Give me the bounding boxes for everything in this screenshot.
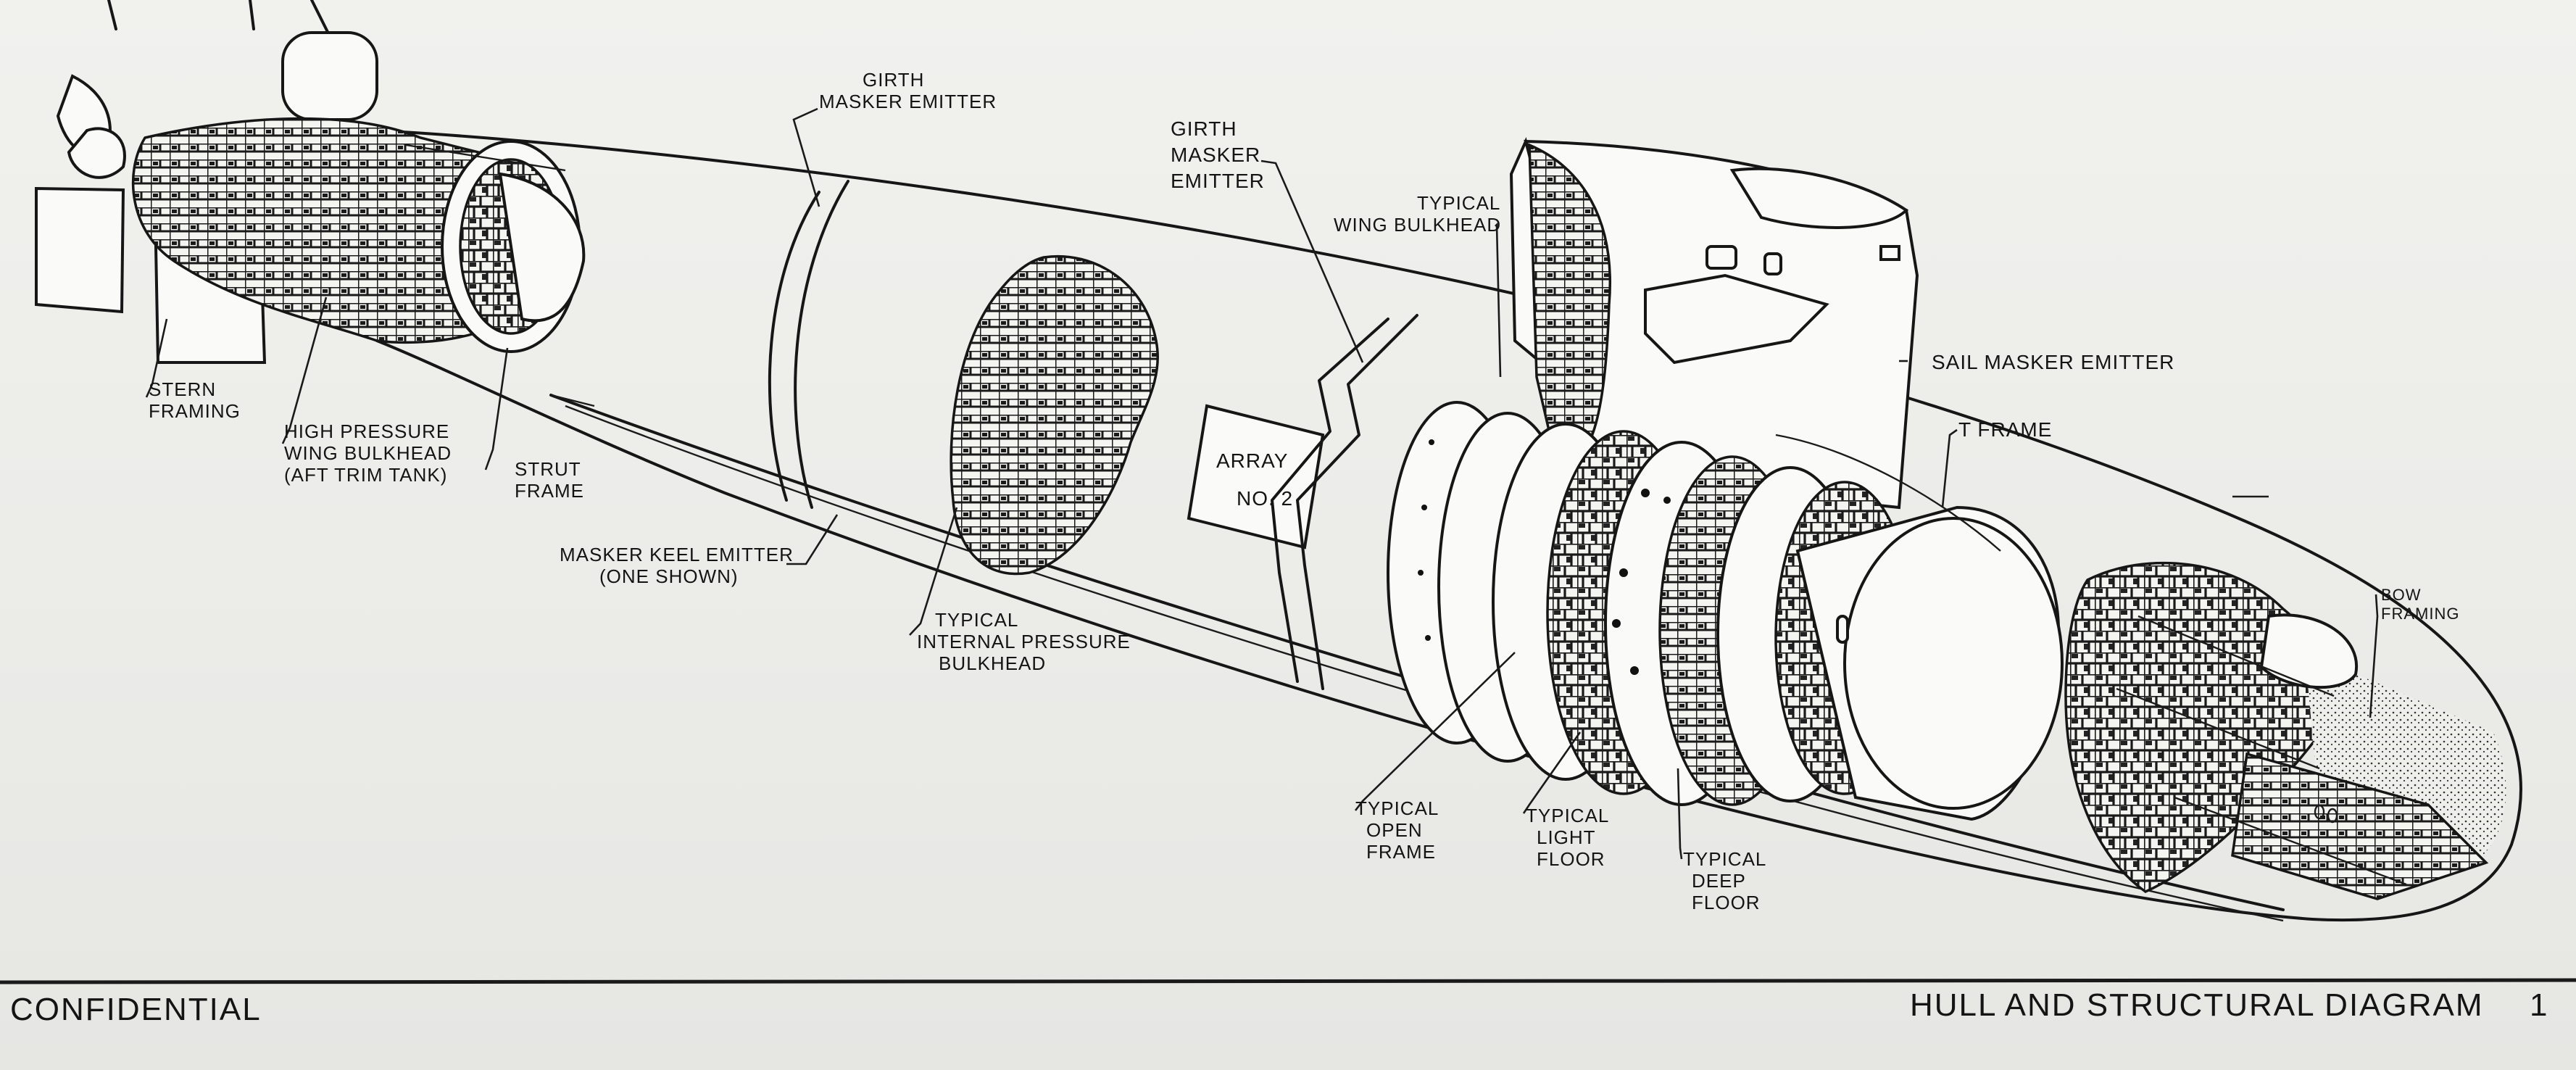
label-bow-framing: BOW FRAMING — [2381, 586, 2459, 623]
label-line: FRAME — [1366, 841, 1436, 863]
leader-lines — [145, 107, 2379, 860]
label-line: TYPICAL — [1683, 848, 1767, 870]
label-deep-floor: TYPICAL DEEP FLOOR — [1683, 848, 1766, 913]
label-line: EMITTER — [1171, 170, 1265, 192]
label-line: GIRTH — [863, 69, 925, 91]
label-line: FLOOR — [1692, 892, 1761, 913]
label-line: LIGHT — [1537, 826, 1596, 848]
label-masker-keel-emitter: MASKER KEEL EMITTER (ONE SHOWN) — [560, 544, 794, 587]
label-high-pressure-wing-bulkhead: HIGH PRESSURE WING BULKHEAD (AFT TRIM TA… — [284, 420, 452, 486]
label-line: WING BULKHEAD — [1334, 214, 1502, 236]
label-girth-masker-fwd: GIRTH MASKER EMITTER — [1171, 116, 1265, 194]
label-line: FLOOR — [1537, 848, 1605, 870]
stern-section — [35, 0, 586, 364]
label-line: STERN — [149, 378, 217, 400]
label-light-floor: TYPICAL LIGHT FLOOR — [1526, 805, 1609, 870]
label-girth-masker-aft: GIRTH MASKER EMITTER — [819, 69, 997, 112]
bow-section — [2064, 561, 2506, 900]
label-line: BOW — [2381, 586, 2422, 604]
label-line: SAIL MASKER EMITTER — [1932, 351, 2175, 373]
label-line: T FRAME — [1958, 418, 2053, 441]
label-open-frame: TYPICAL OPEN FRAME — [1355, 797, 1439, 863]
label-line: MASKER — [1171, 144, 1261, 166]
label-line: TYPICAL — [935, 609, 1019, 631]
label-line: (AFT TRIM TANK) — [284, 464, 448, 486]
label-t-frame: T FRAME — [1958, 419, 2052, 441]
label-line: FRAMING — [2381, 605, 2460, 623]
girth-band-aft — [768, 191, 820, 502]
girth-band-fwd — [1296, 314, 1418, 690]
label-line: TYPICAL — [1417, 192, 1501, 214]
page-number: 1 — [2530, 987, 2549, 1023]
pressure-bulkhead-cutaway — [950, 255, 1160, 576]
label-line: (ONE SHOWN) — [599, 565, 739, 587]
label-line: DEEP — [1692, 870, 1746, 892]
label-line: WING BULKHEAD — [284, 442, 452, 464]
label-line: HIGH PRESSURE — [284, 420, 450, 442]
label-line: OPEN — [1366, 819, 1423, 841]
label-line: GIRTH — [1171, 117, 1237, 140]
diagram-title: HULL AND STRUCTURAL DIAGRAM — [1910, 987, 2484, 1023]
label-strut-frame: STRUT FRAME — [515, 458, 584, 502]
label-line: MASKER KEEL EMITTER — [560, 544, 794, 565]
label-line: FRAMING — [149, 400, 241, 422]
label-line: NO. 2 — [1237, 487, 1294, 510]
hull-outline — [375, 129, 2522, 922]
label-array-no2: ARRAY NO. 2 — [1216, 442, 1293, 518]
label-line: ARRAY — [1216, 449, 1289, 472]
sail — [1509, 136, 1919, 510]
label-stern-framing: STERN FRAMING — [149, 378, 241, 422]
label-line: STRUT — [515, 458, 581, 480]
array-panel — [1187, 404, 1325, 549]
label-line: MASKER EMITTER — [819, 91, 997, 112]
classification-mark: CONFIDENTIAL — [10, 992, 262, 1027]
label-line: FRAME — [515, 480, 584, 502]
frame-border-line — [0, 978, 2576, 984]
label-line: INTERNAL PRESSURE — [917, 631, 1131, 652]
label-wing-bulkhead: TYPICAL WING BULKHEAD — [1334, 192, 1501, 236]
label-line: BULKHEAD — [939, 652, 1047, 674]
label-line: TYPICAL — [1355, 797, 1439, 819]
label-internal-pressure-bulkhead: TYPICAL INTERNAL PRESSURE BULKHEAD — [917, 609, 1131, 674]
label-sail-masker-emitter: SAIL MASKER EMITTER — [1932, 352, 2174, 373]
label-line: TYPICAL — [1526, 805, 1610, 826]
pressure-hull-frames — [1387, 401, 2064, 821]
